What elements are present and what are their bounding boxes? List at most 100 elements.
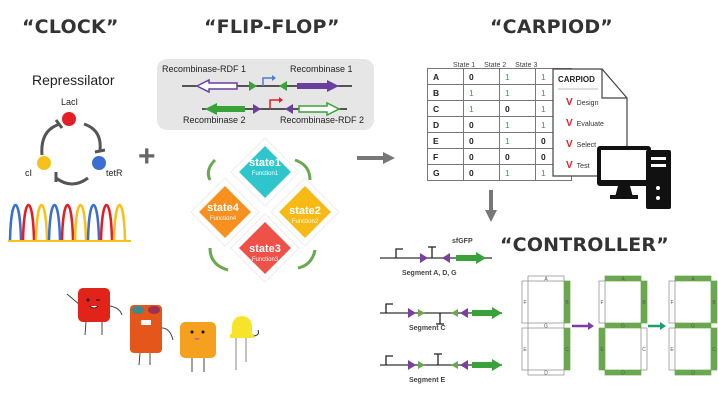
segment-d [527, 369, 565, 376]
truth-table-header: State 1 State 2 State 3 [453, 54, 537, 72]
truth-cell: 0 [463, 148, 500, 165]
segment-label: C [642, 347, 646, 353]
rdf2-gene [298, 101, 341, 117]
segment-e [668, 327, 676, 371]
recombinase-constructs [182, 75, 352, 117]
recombinase2-label: Recombinase 2 [183, 115, 246, 125]
segment-label: F [670, 300, 673, 306]
segment-label: D [691, 371, 695, 377]
oscillation-wave [73, 204, 88, 242]
segment-label: E [670, 347, 674, 353]
segment-label: C [712, 347, 716, 353]
repressilator-diagram [37, 112, 106, 186]
promoter-icon [262, 77, 272, 86]
terminator-icon [428, 246, 436, 258]
checklist-label: Test [576, 163, 590, 170]
arrow-ci-laci [40, 122, 61, 156]
truth-cell: 0 [463, 132, 500, 149]
cycle-arrow [206, 158, 217, 181]
truth-cell: 1 [499, 132, 536, 149]
segment-c [563, 327, 571, 371]
cycle-arrow [297, 249, 317, 270]
check-icon: V [566, 97, 573, 108]
truth-cell: 0 [463, 116, 500, 133]
state-diamond-state2 [279, 186, 331, 238]
transition-arrowhead [588, 322, 594, 330]
computer-icon [597, 146, 671, 209]
segment-label: A [691, 277, 695, 283]
segment-label: F [600, 300, 603, 306]
segment-b [710, 280, 718, 324]
oscillation-wave [99, 204, 114, 242]
flipflop-heading: “FLIP-FLOP” [204, 16, 340, 38]
cycle-arrow [208, 247, 229, 272]
ci-label: cI [25, 168, 33, 178]
segment-label: G [544, 324, 548, 330]
row-label: F [427, 148, 464, 165]
truth-cell: 0 [499, 148, 536, 165]
segment-a [674, 275, 712, 282]
yellow-chip-character [180, 322, 216, 372]
tetr-label: tetR [106, 168, 123, 178]
recombinase1-label: Recombinase 1 [290, 64, 353, 74]
truth-cell: 1 [499, 84, 536, 101]
cycle-arrow [294, 158, 312, 181]
recombinase1-gene [297, 80, 339, 92]
segment-d [604, 369, 642, 376]
check-icon: V [566, 160, 573, 171]
tetr-node [92, 156, 106, 170]
controller-heading: “CONTROLLER” [500, 234, 669, 256]
state-diamond-state4 [199, 186, 251, 238]
segment-e [598, 327, 606, 371]
recombinase2-gene [205, 103, 245, 115]
row-label: B [427, 84, 464, 101]
row-label: D [427, 116, 464, 133]
segment-label: A [544, 277, 548, 283]
red-chip-character [66, 288, 123, 336]
checklist-label: Design [576, 100, 599, 107]
truth-cell: 1 [463, 84, 500, 101]
arrow-down-icon [485, 190, 497, 222]
checklist-label: Evaluate [576, 121, 604, 128]
clock-heading: “CLOCK” [22, 16, 119, 38]
repress-bar [54, 119, 64, 129]
rdf1-gene [195, 78, 238, 94]
recombinase-rdf1-label: Recombinase-RDF 1 [162, 64, 247, 74]
oscillation-wave [34, 204, 49, 242]
state-diamond-state1 [239, 146, 291, 198]
segment-b [640, 280, 648, 324]
segment-c-label: Segment C [409, 325, 446, 332]
segment-label: G [621, 324, 625, 330]
segment-label: C [565, 347, 569, 353]
ci-node [37, 156, 51, 170]
oscillation-wave [60, 204, 75, 242]
segment-d [674, 369, 712, 376]
promoter-icon [395, 248, 403, 258]
truth-cell: 1 [499, 116, 536, 133]
carpiod-heading: “CARPIOD” [490, 16, 613, 38]
segment-label: A [621, 277, 625, 283]
row-label: E [427, 132, 464, 149]
arrow-right-icon [357, 152, 395, 164]
checklist-label: Select [576, 142, 597, 149]
recombinase-rdf2-label: Recombinase-RDF 2 [280, 115, 365, 125]
segment-constructs [380, 246, 502, 371]
check-icon: V [566, 118, 573, 129]
led-character [230, 316, 259, 370]
state-diagram [190, 137, 340, 283]
truth-cell: 0 [499, 100, 536, 117]
segment-a [527, 275, 565, 282]
segment-label: B [565, 300, 569, 306]
carpiod-doc-title: CARPIOD [558, 75, 595, 84]
row-label: C [427, 100, 464, 117]
